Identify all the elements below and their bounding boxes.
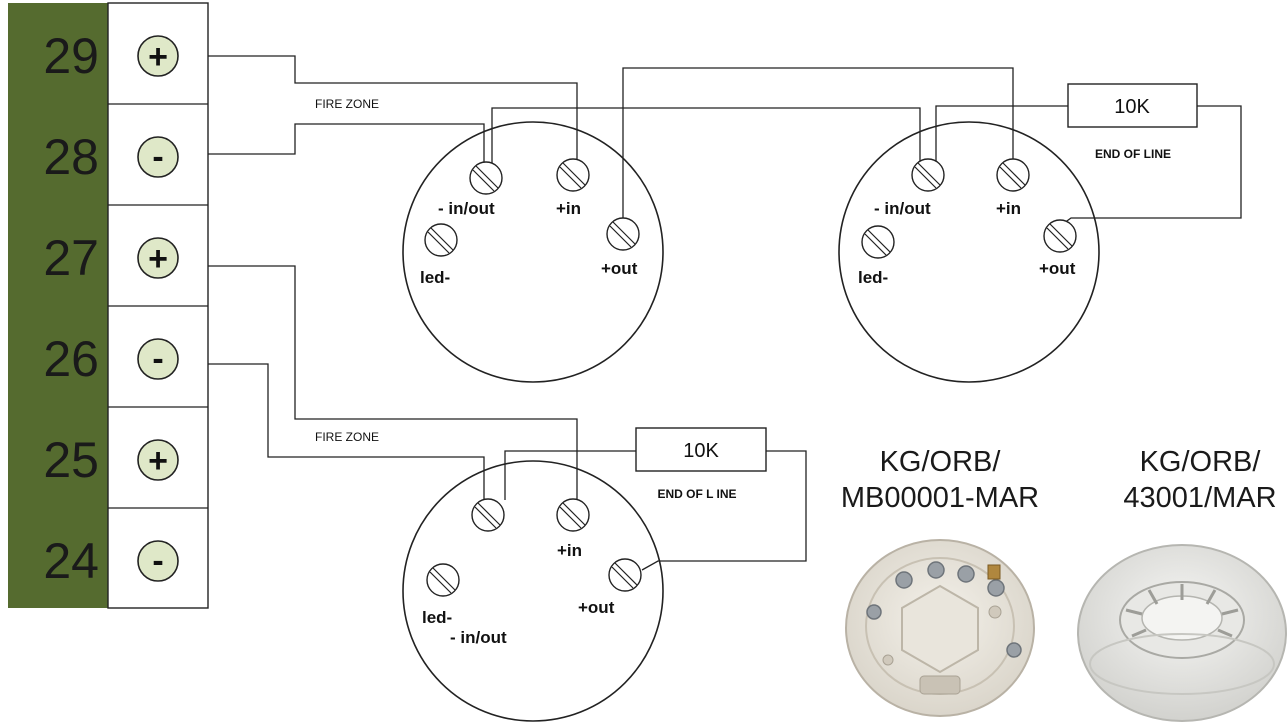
svg-text:+: + [148, 442, 168, 480]
zone-label-bottom: FIRE ZONE [315, 430, 379, 444]
terminal-block-background [8, 3, 108, 608]
svg-text:-: - [152, 138, 163, 176]
base2-pout-label: +out [1039, 259, 1076, 278]
terminal-25-number: 25 [43, 432, 99, 488]
wire-resistor-to-base2-out [1059, 105, 1242, 227]
detector-base-1 [402, 121, 664, 383]
wire-zone2-positive [208, 265, 578, 500]
product-2-line2: 43001/MAR [1123, 482, 1276, 514]
wire-resistor-to-base3-out [641, 450, 807, 571]
resistor-1: 10K [1067, 83, 1198, 128]
product-1-line1: KG/ORB/ [880, 446, 1002, 478]
wire-zone1-positive [208, 55, 578, 163]
terminal-26-number: 26 [43, 331, 99, 387]
base2-pin-label: +in [996, 199, 1021, 218]
terminal-27-badge: + [137, 237, 179, 279]
base3-led-label: led- [422, 608, 452, 627]
base3-screws [426, 498, 642, 597]
base3-pout-label: +out [578, 598, 615, 617]
terminal-29-badge: + [137, 35, 179, 77]
resistor-2: 10K [635, 427, 767, 472]
terminal-24-number: 24 [43, 533, 99, 589]
svg-text:+: + [148, 240, 168, 278]
terminal-28-badge: - [137, 136, 179, 178]
resistor-2-value: 10K [683, 440, 719, 462]
base3-pin-label: +in [557, 541, 582, 560]
base2-neg-screw [911, 158, 945, 192]
base3-led-screw [426, 563, 460, 597]
resistor-1-value: 10K [1114, 96, 1150, 118]
wires [208, 55, 1242, 571]
detector-base-3 [402, 460, 664, 722]
svg-text:+: + [148, 38, 168, 76]
terminal-24-badge: - [137, 540, 179, 582]
base2-led-screw [861, 225, 895, 259]
zone-label-top: FIRE ZONE [315, 97, 379, 111]
base1-led-screw [424, 223, 458, 257]
detector-base-2 [838, 121, 1100, 383]
base3-neg-screw [471, 498, 505, 532]
terminal-block: 29 28 27 26 25 24 + - + - + - [8, 2, 209, 609]
base1-neg-label: - in/out [438, 199, 495, 218]
product-2-line1: KG/ORB/ [1140, 446, 1262, 478]
svg-text:-: - [152, 542, 163, 580]
terminal-27-number: 27 [43, 230, 99, 286]
terminal-29-number: 29 [43, 28, 99, 84]
product-1-line2: MB00001-MAR [841, 482, 1039, 514]
base1-led-label: led- [420, 268, 450, 287]
wire-base1-out-to-base2-in [622, 67, 1014, 220]
wire-zone2-negative [208, 363, 485, 500]
resistor-2-note: END OF L INE [657, 487, 736, 501]
base1-screws [424, 158, 640, 257]
mounting-base-photo [845, 539, 1035, 717]
base2-pin-screw [996, 158, 1030, 192]
wire-base2-neg-to-resistor [935, 105, 1068, 163]
svg-text:-: - [152, 340, 163, 378]
base1-pin-label: +in [556, 199, 581, 218]
terminal-28-number: 28 [43, 129, 99, 185]
base2-neg-label: - in/out [874, 199, 931, 218]
heat-detector-photo [1077, 544, 1287, 722]
base2-pout-screw [1043, 219, 1077, 253]
terminal-25-badge: + [137, 439, 179, 481]
base3-pin-screw [556, 498, 590, 532]
base2-led-label: led- [858, 268, 888, 287]
base2-screws [861, 158, 1077, 259]
base1-pin-screw [556, 158, 590, 192]
wire-base3-neg-to-resistor [504, 450, 636, 500]
wire-zone1-negative [208, 123, 485, 163]
resistor-1-note: END OF LINE [1095, 147, 1171, 161]
base1-neg-screw [469, 161, 503, 195]
base3-neg-label: - in/out [450, 628, 507, 647]
base1-pout-screw [606, 217, 640, 251]
base3-pout-screw [608, 558, 642, 592]
terminal-26-badge: - [137, 338, 179, 380]
wire-base1-neg-to-base2-neg [491, 107, 921, 163]
base1-pout-label: +out [601, 259, 638, 278]
